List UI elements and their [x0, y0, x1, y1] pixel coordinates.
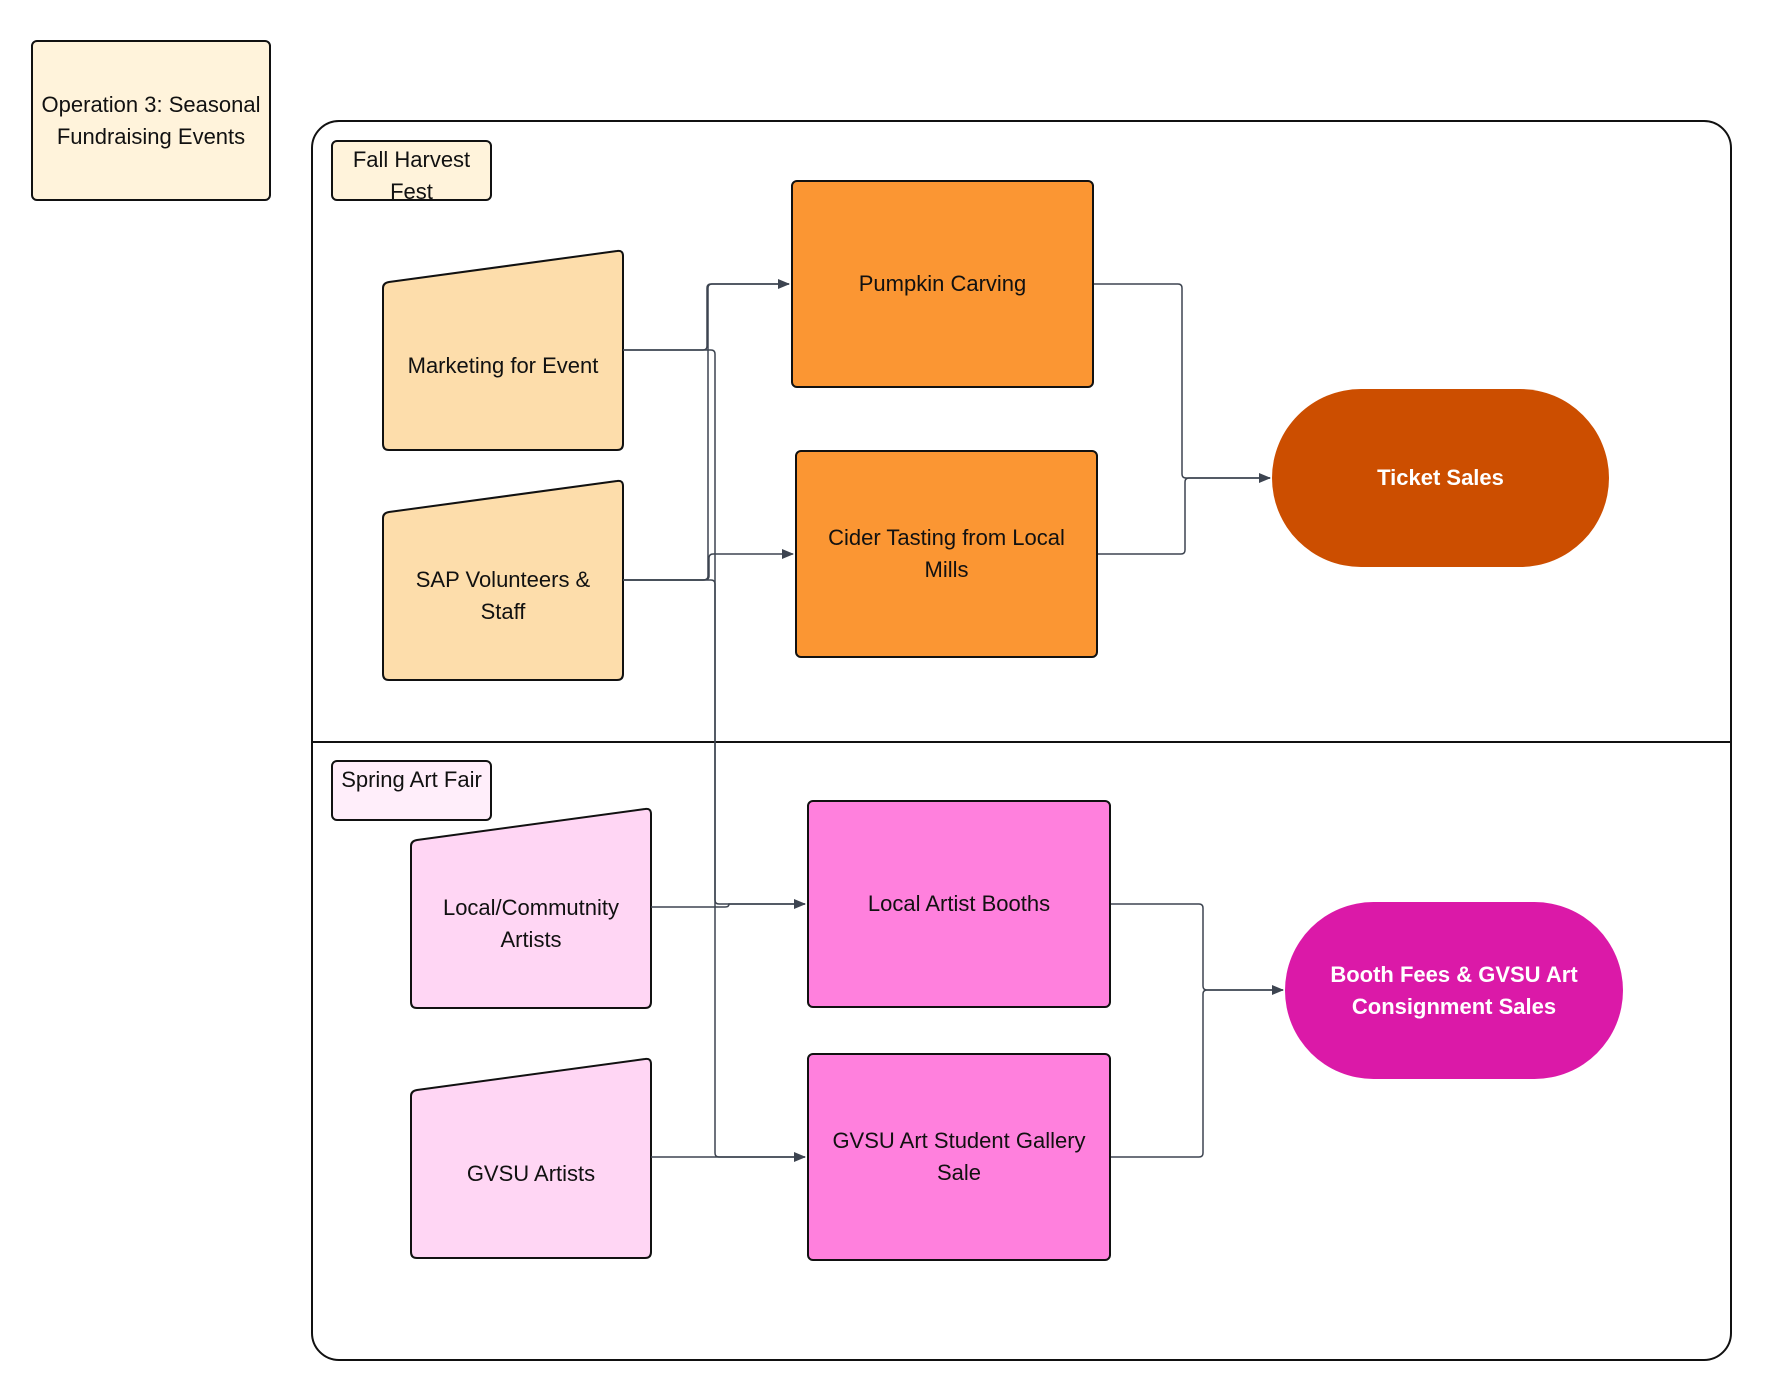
connector-sap-to-booths[interactable]: [623, 579, 806, 909]
diagram-title: Operation 3: Seasonal Fundraising Events: [31, 40, 271, 201]
connector-booths-to-fees[interactable]: [1111, 903, 1284, 995]
process-pumpkin-carving-label: Pumpkin Carving: [858, 271, 1027, 296]
output-booth-fees[interactable]: Booth Fees & GVSU Art Consignment Sales: [1285, 902, 1623, 1079]
connector-local-artists-to-booths[interactable]: [651, 903, 805, 908]
process-gvsu-gallery-sale-label: GVSU Art Student Gallery Sale: [832, 1128, 1086, 1185]
output-ticket-sales[interactable]: Ticket Sales: [1272, 389, 1609, 567]
lane-label-fall-harvest-fest: Fall Harvest Fest: [331, 140, 492, 201]
input-shape-marketing[interactable]: [382, 249, 624, 451]
output-booth-fees-label: Booth Fees & GVSU Art Consignment Sales: [1330, 961, 1578, 1019]
connector-pumpkin-to-ticket[interactable]: [1094, 283, 1271, 483]
process-cider-tasting-label: Cider Tasting from Local Mills: [828, 525, 1065, 582]
process-local-artist-booths-label: Local Artist Booths: [867, 891, 1051, 916]
input-shape-sap[interactable]: [382, 479, 624, 681]
process-gvsu-gallery-sale[interactable]: GVSU Art Student Gallery Sale: [807, 1053, 1111, 1261]
connector-marketing-to-gallery[interactable]: [623, 349, 806, 1162]
process-local-artist-booths[interactable]: Local Artist Booths: [807, 800, 1111, 1008]
connector-cider-to-ticket[interactable]: [1098, 477, 1270, 555]
connector-gallery-to-fees[interactable]: [1111, 989, 1283, 1158]
input-sap-label: SAP Volunteers & Staff: [415, 567, 591, 624]
input-marketing-label: Marketing for Event: [407, 353, 599, 378]
connector-sap-to-pumpkin[interactable]: [623, 283, 789, 581]
input-shape-gvsu-artists[interactable]: [410, 1057, 652, 1259]
connector-marketing-to-pumpkin[interactable]: [623, 279, 790, 351]
process-pumpkin-carving[interactable]: Pumpkin Carving: [791, 180, 1094, 388]
output-ticket-sales-label: Ticket Sales: [1377, 465, 1504, 490]
input-shape-local-artists[interactable]: [410, 807, 652, 1009]
input-local-artists-label: Local/Commutnity Artists: [442, 895, 620, 952]
lane-divider: [312, 741, 1731, 743]
lane-label-spring-art-fair: Spring Art Fair: [331, 760, 492, 821]
input-gvsu-artists-label: GVSU Artists: [466, 1161, 596, 1186]
process-cider-tasting[interactable]: Cider Tasting from Local Mills: [795, 450, 1098, 658]
swimlane-container: [311, 120, 1732, 1361]
